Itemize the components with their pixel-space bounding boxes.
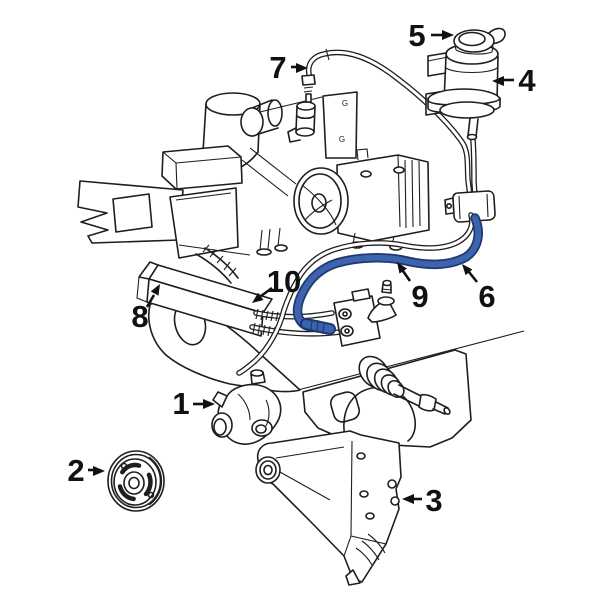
callout-2[interactable]: 2 [67,453,105,488]
reservoir-cap-part[interactable] [453,27,506,55]
steering-gear-art [333,279,397,347]
return-hose-part[interactable] [236,212,475,376]
engine-block-art: G G [77,91,358,284]
callout-8-label[interactable]: 8 [131,299,148,334]
callout-1-label[interactable]: 1 [172,386,189,421]
callout-7-arrow [291,63,308,73]
callout-8[interactable]: 8 [131,284,160,334]
callout-1[interactable]: 1 [172,386,215,421]
callout-10-label[interactable]: 10 [267,264,301,299]
callout-5[interactable]: 5 [408,18,454,53]
callout-10[interactable]: 10 [252,264,301,303]
subframe-art [148,298,525,448]
callout-7[interactable]: 7 [269,50,308,85]
callout-5-arrow [431,30,454,40]
callout-3-arrow [402,494,422,504]
callout-9[interactable]: 9 [397,262,429,314]
callout-9-label[interactable]: 9 [411,279,428,314]
pressure-hose-part-highlighted[interactable] [292,213,483,335]
axle-art [358,355,451,416]
casting-mark-2: G [339,135,345,144]
callout-6[interactable]: 6 [462,264,496,314]
reservoir-outlet-tube [470,137,478,199]
callout-4[interactable]: 4 [492,63,536,98]
callout-3[interactable]: 3 [402,483,443,518]
callout-3-label[interactable]: 3 [425,483,442,518]
pump-part[interactable] [211,369,282,445]
compressor-art [293,148,430,251]
bracket-part[interactable] [255,430,402,586]
hose-clamp-bracket [444,190,496,223]
callout-4-label[interactable]: 4 [518,63,536,98]
callout-7-label[interactable]: 7 [269,50,286,85]
callout-10-arrow [252,286,273,303]
callout-1-arrow [193,399,215,409]
callout-2-arrow [88,466,105,476]
reservoir-part[interactable] [425,43,501,141]
pulley-part[interactable] [107,450,165,512]
casting-mark-1: G [342,99,348,108]
callout-2-label[interactable]: 2 [67,453,84,488]
callout-8-arrow [145,284,160,308]
callout-9-arrow [397,262,412,282]
supply-hose-part[interactable] [301,48,473,199]
callout-6-arrow [462,264,479,283]
callout-5-label[interactable]: 5 [408,18,425,53]
callout-6-label[interactable]: 6 [478,279,495,314]
callout-4-arrow [492,76,514,86]
